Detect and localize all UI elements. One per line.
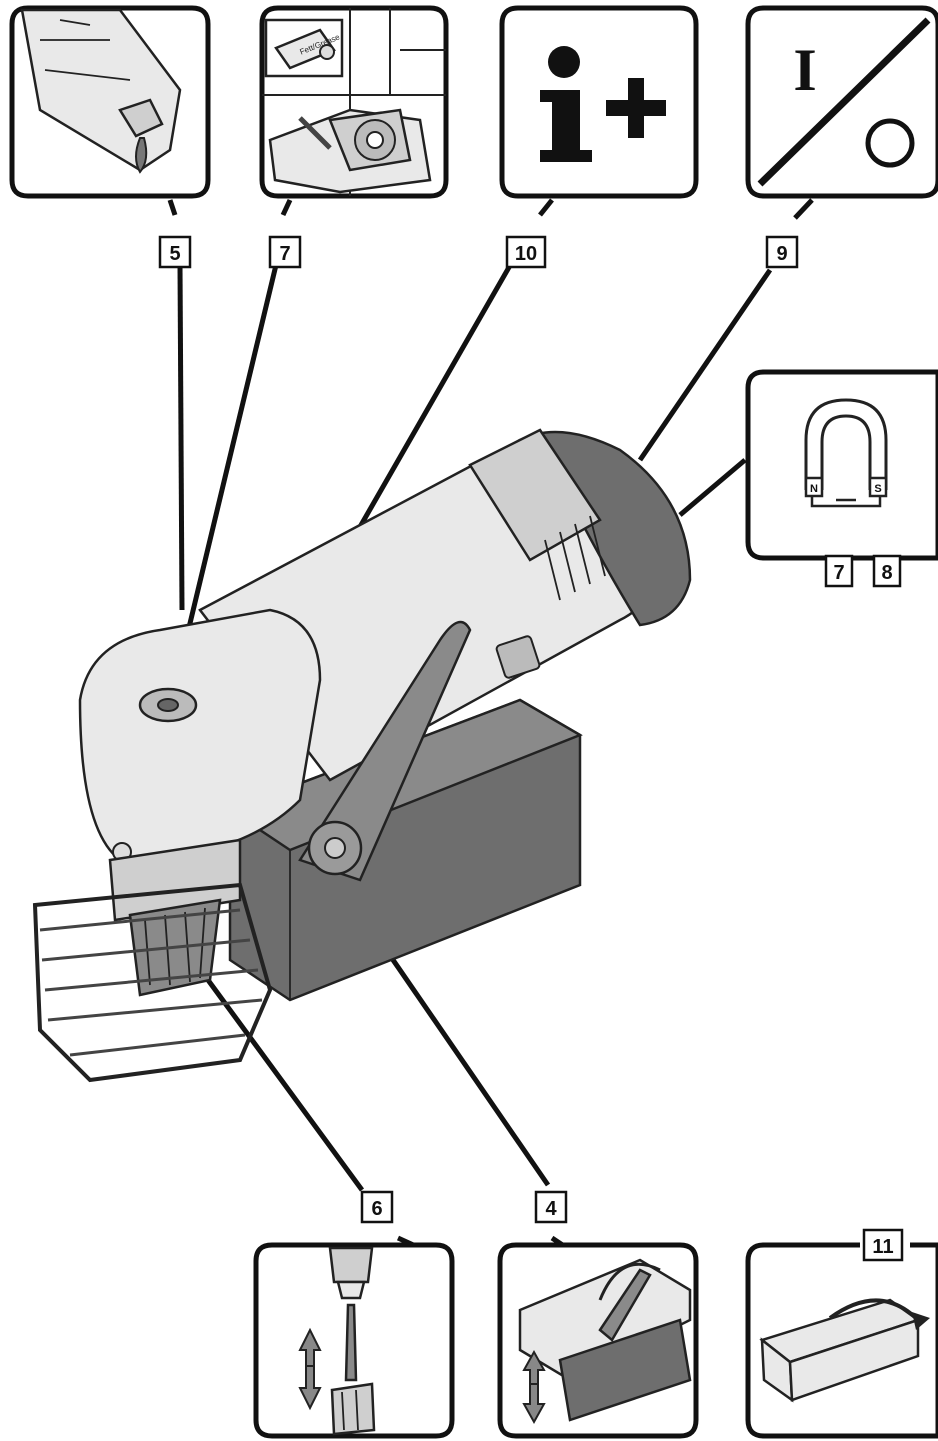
label-11-bottom: 11 — [862, 1228, 904, 1262]
svg-text:N: N — [810, 483, 818, 495]
svg-text:4: 4 — [545, 1198, 557, 1220]
label-7-top: 7 — [268, 235, 302, 269]
panel-info — [499, 5, 699, 199]
panel-oil-bottle — [9, 5, 211, 199]
panel-magnet: N S — [745, 369, 938, 561]
svg-text:11: 11 — [872, 1236, 893, 1258]
oil-bottle-icon — [20, 8, 182, 174]
svg-text:8: 8 — [881, 562, 892, 584]
svg-text:5: 5 — [169, 243, 180, 265]
svg-text:9: 9 — [776, 243, 787, 265]
svg-text:7: 7 — [279, 243, 290, 265]
label-5-top: 5 — [158, 235, 192, 269]
label-6-bottom: 6 — [360, 1190, 394, 1224]
svg-text:10: 10 — [515, 243, 537, 265]
on-off-switch-icon: I — [757, 17, 931, 187]
label-8-magnet: 8 — [872, 554, 902, 588]
svg-text:6: 6 — [371, 1198, 382, 1220]
magnet-icon: N S — [804, 398, 888, 508]
magnetic-drill-illustration — [32, 428, 692, 1083]
grease-tube-icon: Fett/Grease — [264, 18, 344, 78]
panel-grease: Fett/Grease — [259, 5, 449, 199]
label-10-top: 10 — [505, 235, 547, 269]
label-4-bottom: 4 — [534, 1190, 568, 1224]
svg-text:7: 7 — [833, 562, 844, 584]
chip-guard — [32, 882, 273, 1083]
panel-switch: I — [745, 5, 938, 199]
svg-text:I: I — [793, 37, 816, 103]
handle-rotation-icon — [518, 1258, 692, 1425]
gear-head — [78, 608, 322, 862]
label-7-magnet: 7 — [824, 554, 854, 588]
panel-cutter-insertion — [253, 1242, 455, 1439]
grease-gear-icon — [268, 108, 432, 194]
label-9-top: 9 — [765, 235, 799, 269]
panel-case — [745, 1242, 938, 1439]
cutter-insertion-icon — [298, 1246, 376, 1436]
info-plus-icon — [540, 46, 666, 162]
panel-handle-rotation — [497, 1242, 699, 1439]
feed-handle — [298, 620, 472, 882]
svg-text:S: S — [874, 483, 881, 495]
case-lid-icon — [759, 1298, 930, 1403]
